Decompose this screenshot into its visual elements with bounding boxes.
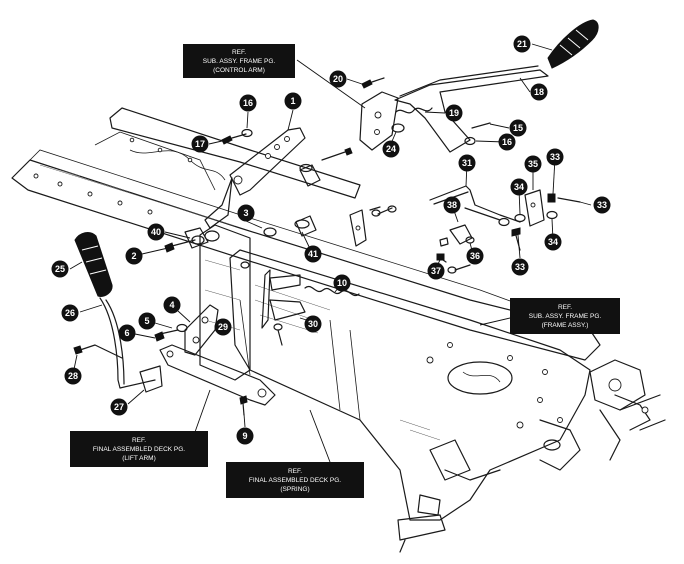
callout-badge: 9	[236, 427, 254, 445]
callout-number: 33	[515, 262, 525, 272]
callout-number: 17	[195, 139, 205, 149]
callout-badge: 3	[237, 204, 255, 222]
callout-badge: 30	[304, 315, 322, 333]
callout-number: 16	[502, 137, 512, 147]
callout-badge: 34	[544, 233, 562, 251]
ref-box-spring: REF. FINAL ASSEMBLED DECK PG. (SPRING)	[226, 462, 364, 498]
ref-line: (CONTROL ARM)	[213, 67, 265, 74]
ref-line: REF.	[232, 49, 246, 56]
ref-line: REF.	[132, 437, 146, 444]
leader-lines	[69, 43, 592, 463]
pedal-link	[154, 304, 229, 356]
callout-badge: 20	[329, 70, 347, 88]
callout-number: 30	[308, 319, 318, 329]
callout-badge: 5	[138, 312, 156, 330]
callout-number: 1	[290, 96, 295, 106]
callout-badge: 31	[458, 154, 476, 172]
lever-bracket	[204, 127, 353, 229]
ref-line: (LIFT ARM)	[122, 455, 155, 462]
callout-number: 3	[243, 208, 248, 218]
callout-badge: 19	[445, 104, 463, 122]
callout-badge: 33	[511, 258, 529, 276]
callout-number: 25	[55, 264, 65, 274]
callout-number: 33	[597, 200, 607, 210]
ref-box-frame-assy: REF. SUB. ASSY. FRAME PG. (FRAME ASSY.)	[510, 298, 620, 334]
ref-line: (SPRING)	[280, 486, 309, 493]
callout-number: 38	[447, 200, 457, 210]
callout-number: 19	[449, 108, 459, 118]
callout-badge: 10	[333, 274, 351, 292]
ref-line: REF.	[558, 304, 572, 311]
callout-number: 15	[513, 123, 523, 133]
callout-badge: 37	[427, 262, 445, 280]
callout-badge: 18	[530, 83, 548, 101]
ref-box-lift-arm: REF. FINAL ASSEMBLED DECK PG. (LIFT ARM)	[70, 431, 208, 467]
callout-number: 5	[144, 316, 149, 326]
callout-number: 20	[333, 74, 343, 84]
callout-badge: 28	[64, 367, 82, 385]
callout-number: 21	[517, 39, 527, 49]
lift-arm	[159, 344, 276, 416]
ref-line: SUB. ASSY. FRAME PG.	[203, 58, 276, 65]
callout-badge: 29	[214, 318, 232, 336]
callout-badge: 1	[284, 92, 302, 110]
ref-line: REF.	[288, 468, 302, 475]
callout-badge: 34	[510, 178, 528, 196]
callout-number: 24	[386, 144, 396, 154]
callout-number: 18	[534, 87, 544, 97]
callout-number: 10	[337, 278, 347, 288]
callout-badge: 26	[61, 304, 79, 322]
callout-number: 31	[462, 158, 472, 168]
callout-number: 16	[243, 98, 253, 108]
ref-line: FINAL ASSEMBLED DECK PG.	[93, 446, 185, 453]
callout-number: 27	[114, 402, 124, 412]
callout-badge: 38	[443, 196, 461, 214]
callout-number: 28	[68, 371, 78, 381]
callout-badge: 25	[51, 260, 69, 278]
callout-number: 34	[548, 237, 558, 247]
callout-badge: 21	[513, 35, 531, 53]
callout-badge: 4	[163, 296, 181, 314]
callout-badge: 6	[118, 324, 136, 342]
callout-badge: 33	[593, 196, 611, 214]
callout-number: 35	[528, 159, 538, 169]
callout-number: 6	[124, 328, 129, 338]
brake-pedal	[73, 232, 163, 393]
callout-number: 33	[550, 152, 560, 162]
callout-badge: 17	[191, 135, 209, 153]
callouts: 1 2 3 4 5 6 9 10 15 16 16 17 18 19 20 21…	[51, 35, 611, 445]
callout-number: 29	[218, 322, 228, 332]
control-arm-assembly	[359, 19, 599, 153]
callout-number: 37	[431, 266, 441, 276]
callout-badge: 27	[110, 398, 128, 416]
callout-badge: 36	[466, 247, 484, 265]
callout-badge: 41	[304, 245, 322, 263]
callout-badge: 16	[498, 133, 516, 151]
callout-number: 40	[151, 227, 161, 237]
ref-line: (FRAME ASSY.)	[542, 322, 589, 329]
callout-number: 2	[131, 251, 136, 261]
callout-badge: 2	[125, 247, 143, 265]
callout-number: 26	[65, 308, 75, 318]
mid-hardware	[164, 209, 367, 346]
callout-badge: 15	[509, 119, 527, 137]
ref-box-control-arm: REF. SUB. ASSY. FRAME PG. (CONTROL ARM)	[183, 44, 295, 78]
callout-badge: 24	[382, 140, 400, 158]
callout-number: 9	[242, 431, 247, 441]
callout-badge: 35	[524, 155, 542, 173]
callout-number: 41	[308, 249, 318, 259]
callout-badge: 33	[546, 148, 564, 166]
callout-badge: 16	[239, 94, 257, 112]
callout-badge: 40	[147, 223, 165, 241]
callout-number: 4	[169, 300, 174, 310]
callout-number: 36	[470, 251, 480, 261]
ref-line: SUB. ASSY. FRAME PG.	[529, 313, 602, 320]
ref-line: FINAL ASSEMBLED DECK PG.	[249, 477, 341, 484]
callout-number: 34	[514, 182, 524, 192]
